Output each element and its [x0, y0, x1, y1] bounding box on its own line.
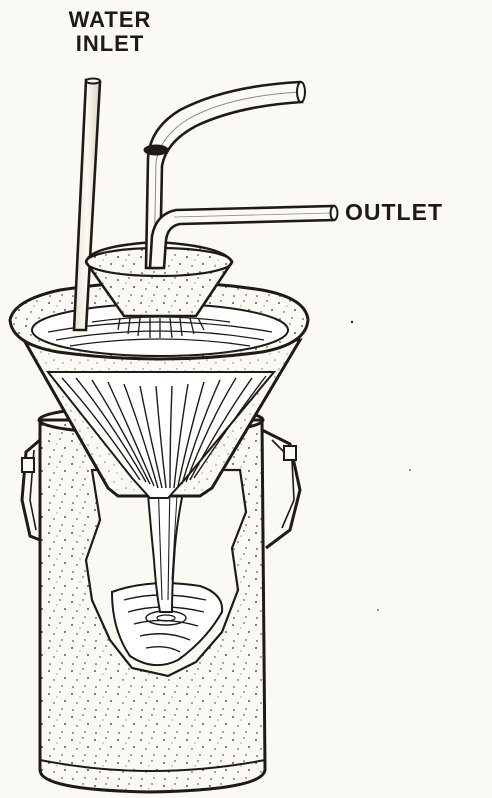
outlet-label: OUTLET: [345, 198, 443, 226]
water-inlet-label-line1: WATER: [50, 8, 170, 32]
tube-collar: [144, 145, 168, 155]
paper-specks: [351, 321, 411, 611]
water-inlet-label-line2: INLET: [50, 32, 170, 56]
left-handle-icon: [22, 440, 40, 540]
siphon-tube: [144, 82, 305, 268]
water-inlet-label: WATER INLET: [50, 8, 170, 56]
right-handle-icon: [262, 430, 300, 548]
